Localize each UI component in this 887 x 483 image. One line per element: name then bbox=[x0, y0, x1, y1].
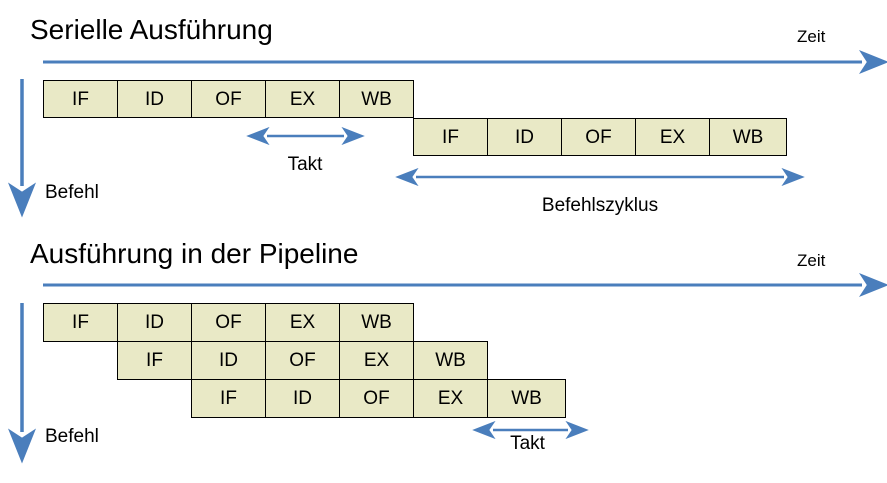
stage-cell: OF bbox=[339, 379, 414, 418]
pipeline-befehl-label: Befehl bbox=[45, 426, 99, 447]
stage-cell: OF bbox=[191, 303, 266, 342]
stage-cell: WB bbox=[413, 341, 488, 380]
stage-cell: ID bbox=[487, 118, 562, 156]
serial-takt-caption: Takt bbox=[287, 154, 323, 175]
stage-cell: EX bbox=[413, 379, 488, 418]
stage-cell: IF bbox=[43, 303, 118, 342]
stage-cell: OF bbox=[265, 341, 340, 380]
stage-cell: OF bbox=[191, 80, 266, 118]
pipeline-section-title: Ausführung in der Pipeline bbox=[30, 238, 359, 269]
stage-cell: EX bbox=[339, 341, 414, 380]
stage-cell: EX bbox=[635, 118, 710, 156]
serial-befehlszyklus-caption: Befehlszyklus bbox=[541, 195, 659, 216]
serial-section-title: Serielle Ausführung bbox=[30, 14, 273, 45]
pipeline-takt-caption: Takt bbox=[510, 433, 545, 454]
stage-cell: ID bbox=[117, 303, 192, 342]
stage-cell: IF bbox=[117, 341, 192, 380]
pipeline-zeit-label: Zeit bbox=[797, 251, 826, 270]
stage-cell: ID bbox=[265, 379, 340, 418]
stage-cell: WB bbox=[487, 379, 566, 418]
stage-cell: IF bbox=[191, 379, 266, 418]
stage-cell: WB bbox=[339, 303, 414, 342]
stage-cell: EX bbox=[265, 303, 340, 342]
serial-befehl-label: Befehl bbox=[45, 182, 99, 203]
stage-cell: ID bbox=[191, 341, 266, 380]
stage-cell: WB bbox=[709, 118, 787, 156]
serial-zeit-label: Zeit bbox=[797, 27, 826, 46]
stage-cell: IF bbox=[413, 118, 488, 156]
stage-cell: OF bbox=[561, 118, 636, 156]
stage-cell: EX bbox=[265, 80, 340, 118]
stage-cell: ID bbox=[117, 80, 192, 118]
stage-cell: WB bbox=[339, 80, 414, 118]
stage-cell: IF bbox=[43, 80, 118, 118]
